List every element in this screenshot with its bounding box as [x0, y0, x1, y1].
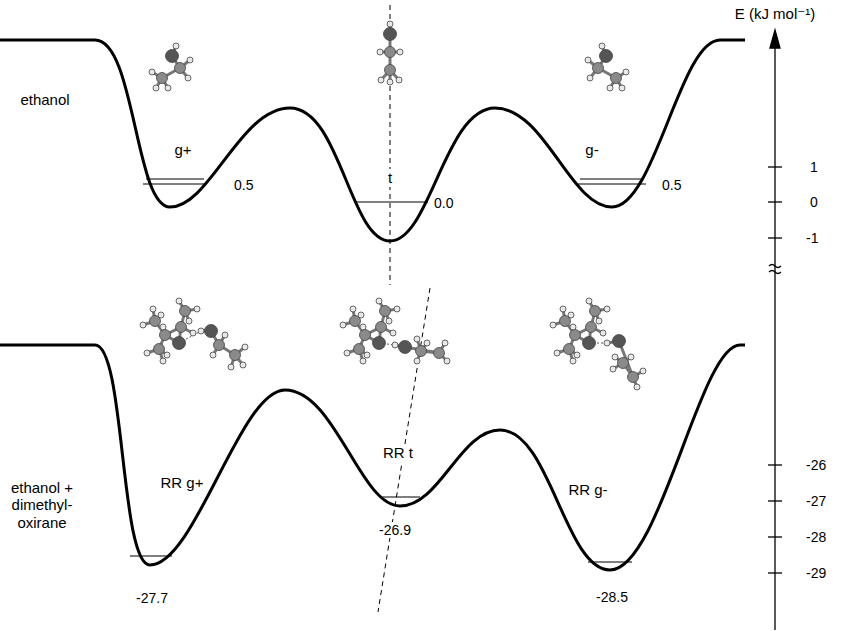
conformer-label: RR g-	[566, 481, 609, 498]
molecule-illustrations	[140, 21, 646, 390]
species-label: ethanol + dimethyl- oxirane	[7, 479, 77, 531]
conformer-label: t	[386, 169, 394, 186]
energy-value: -26.9	[377, 522, 413, 538]
conformer-label: g-	[583, 141, 600, 158]
energy-axis	[768, 30, 782, 630]
tick-label: -27	[804, 493, 828, 509]
dashed-axis	[378, 288, 430, 612]
tick-label: -26	[804, 457, 828, 473]
potential-curve	[0, 345, 745, 570]
energy-value: -27.7	[134, 590, 170, 606]
energy-value: -28.5	[594, 589, 630, 605]
energy-value: 0.5	[660, 177, 683, 193]
tick-label: -1	[804, 230, 820, 246]
energy-levels	[143, 179, 646, 202]
energy-value: 0.0	[432, 195, 455, 211]
potential-curve	[0, 40, 745, 241]
tick-label: -28	[804, 529, 828, 545]
axis-title: E (kJ mol⁻¹)	[733, 5, 817, 22]
energy-value: 0.5	[232, 177, 255, 193]
conformer-label: RR t	[381, 444, 415, 461]
tick-label: -29	[804, 565, 828, 581]
species-label: ethanol	[18, 91, 71, 108]
energy-levels	[130, 497, 632, 562]
conformer-label: RR g+	[159, 474, 206, 491]
tick-label: 0	[808, 194, 820, 210]
tick-label: 1	[808, 159, 820, 175]
conformer-label: g+	[172, 141, 193, 158]
